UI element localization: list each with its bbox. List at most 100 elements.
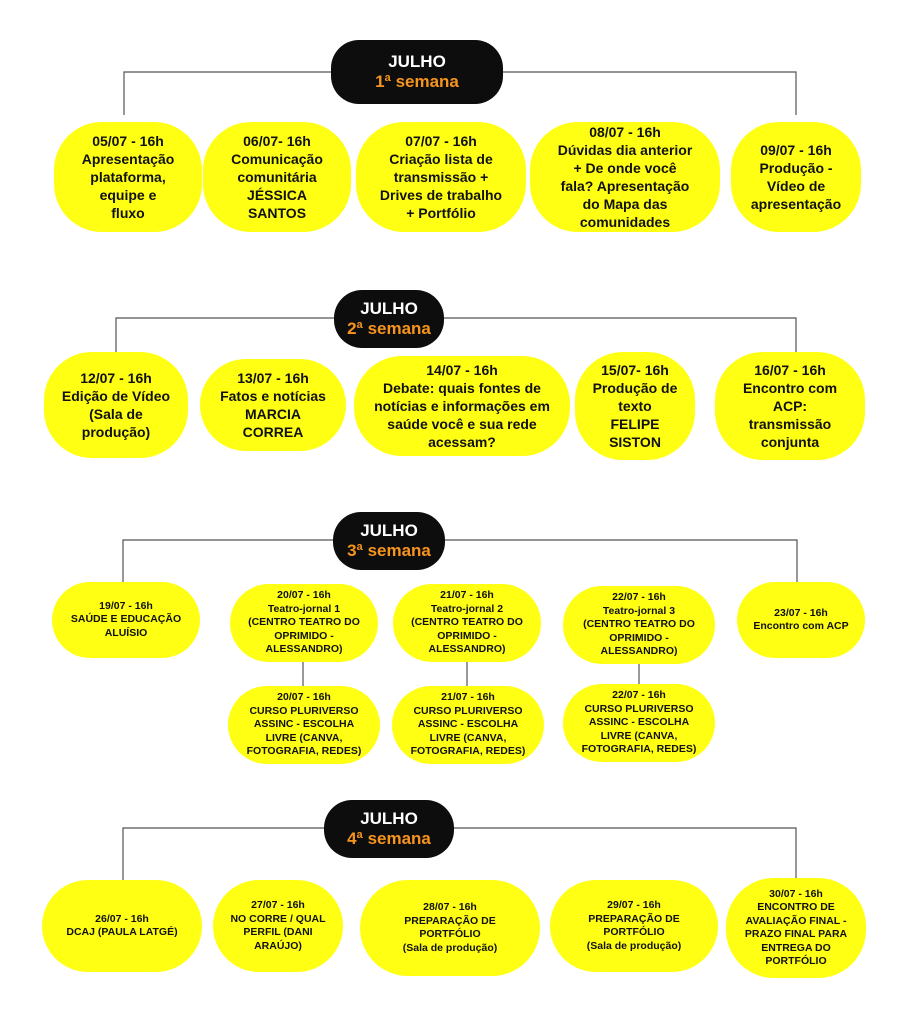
card-line: PERFIL (DANI bbox=[243, 926, 313, 938]
week4-card-1: 26/07 - 16h DCAJ (PAULA LATGÉ) bbox=[42, 880, 202, 972]
week1-month: JULHO bbox=[388, 51, 446, 71]
card-line: FOTOGRAFIA, REDES) bbox=[246, 745, 362, 758]
week1-card-3: 07/07 - 16h Criação lista de transmissão… bbox=[356, 122, 526, 232]
card-line: ENTREGA DO bbox=[761, 941, 831, 954]
card-line: Teatro-jornal 2 bbox=[430, 602, 504, 615]
card-line: Encontro com bbox=[742, 380, 838, 396]
card-line: ASSINC - ESCOLHA bbox=[588, 716, 690, 729]
card-line: SAÚDE E EDUCAÇÃO bbox=[70, 613, 182, 626]
week4-month: JULHO bbox=[360, 808, 418, 828]
week2-card-5: 16/07 - 16h Encontro com ACP: transmissã… bbox=[715, 352, 865, 460]
card-line: ASSINC - ESCOLHA bbox=[417, 718, 519, 731]
card-line: + Portfólio bbox=[406, 205, 476, 221]
card-line: LIVRE (CANVA, bbox=[429, 731, 507, 744]
card-date: 23/07 - 16h bbox=[774, 606, 828, 619]
week3-connector bbox=[122, 539, 798, 585]
card-line: PORTFÓLIO bbox=[603, 926, 665, 938]
card-line: LIVRE (CANVA, bbox=[265, 731, 343, 744]
week4-connector bbox=[122, 827, 797, 880]
week2-card-3: 14/07 - 16h Debate: quais fontes de notí… bbox=[354, 356, 570, 456]
week1-card-1: 05/07 - 16h Apresentação plataforma, equ… bbox=[54, 122, 202, 232]
card-line: (CENTRO TEATRO DO bbox=[583, 618, 695, 631]
week3-card-2: 20/07 - 16h Teatro-jornal 1 (CENTRO TEAT… bbox=[230, 584, 378, 662]
card-line: (Sala de bbox=[89, 406, 143, 422]
card-line: ALESSANDRO) bbox=[265, 643, 343, 656]
card-date: 13/07 - 16h bbox=[237, 370, 309, 386]
card-line: DCAJ (PAULA LATGÉ) bbox=[66, 926, 178, 938]
card-line: SISTON bbox=[609, 434, 661, 450]
card-date: 08/07 - 16h bbox=[589, 124, 661, 140]
card-line: Produção de bbox=[592, 380, 678, 396]
card-date: 07/07 - 16h bbox=[405, 133, 477, 149]
card-date: 26/07 - 16h bbox=[95, 912, 149, 925]
card-line: fala? Apresentação bbox=[560, 178, 690, 194]
card-line: Dúvidas dia anterior bbox=[557, 142, 693, 158]
card-line: MARCIA bbox=[245, 406, 301, 422]
card-line: Encontro com ACP bbox=[753, 620, 849, 632]
week2-card-2: 13/07 - 16h Fatos e notícias MARCIA CORR… bbox=[200, 359, 346, 451]
card-line: + De onde você bbox=[573, 160, 677, 176]
card-line: (Sala de produção) bbox=[402, 941, 498, 954]
card-date: 29/07 - 16h bbox=[607, 899, 661, 911]
card-line: ENCONTRO DE bbox=[757, 901, 835, 913]
card-line: Drives de trabalho bbox=[379, 187, 503, 203]
card-line: FOTOGRAFIA, REDES) bbox=[581, 743, 697, 756]
card-line: ASSINC - ESCOLHA bbox=[253, 718, 355, 731]
week4-card-5: 30/07 - 16h ENCONTRO DE AVALIAÇÃO FINAL … bbox=[726, 878, 866, 978]
card-line: Fatos e notícias bbox=[220, 388, 326, 404]
week1-label: 1ª semana bbox=[375, 72, 459, 91]
week4-card-3: 28/07 - 16h PREPARAÇÃO DE PORTFÓLIO (Sal… bbox=[360, 880, 540, 976]
week3-subcard-2: 21/07 - 16h CURSO PLURIVERSO ASSINC - ES… bbox=[392, 686, 544, 764]
card-line: transmissão bbox=[748, 416, 832, 432]
card-line: PORTFÓLIO bbox=[419, 928, 481, 940]
card-line: comunidades bbox=[579, 214, 671, 230]
week2-card-1: 12/07 - 16h Edição de Vídeo (Sala de pro… bbox=[44, 352, 188, 458]
card-line: ARAÚJO) bbox=[254, 939, 302, 952]
week4-card-2: 27/07 - 16h NO CORRE / QUAL PERFIL (DANI… bbox=[213, 880, 343, 972]
card-line: Criação lista de bbox=[389, 151, 493, 167]
card-line: texto bbox=[618, 398, 652, 414]
week1-header: JULHO 1ª semana bbox=[331, 40, 503, 104]
card-line: PREPARAÇÃO DE bbox=[588, 912, 680, 925]
card-date: 28/07 - 16h bbox=[423, 901, 477, 913]
card-line: Vídeo de bbox=[766, 178, 826, 194]
card-date: 27/07 - 16h bbox=[251, 899, 305, 911]
card-line: ACP: bbox=[772, 398, 808, 414]
week1-card-2: 06/07- 16h Comunicação comunitária JÉSSI… bbox=[203, 122, 351, 232]
card-line: OPRIMIDO - bbox=[609, 631, 669, 644]
card-date: 20/07 - 16h bbox=[277, 691, 331, 704]
card-line: NO CORRE / QUAL bbox=[230, 912, 326, 925]
card-line: apresentação bbox=[750, 196, 842, 212]
card-line: produção) bbox=[81, 424, 151, 440]
card-line: FELIPE bbox=[610, 416, 660, 432]
card-line: Teatro-jornal 3 bbox=[602, 604, 676, 617]
week4-card-4: 29/07 - 16h PREPARAÇÃO DE PORTFÓLIO (Sal… bbox=[550, 880, 718, 972]
card-date: 05/07 - 16h bbox=[92, 133, 164, 149]
card-line: acessam? bbox=[428, 434, 496, 450]
card-line: CURSO PLURIVERSO bbox=[413, 704, 523, 717]
week1-card-4: 08/07 - 16h Dúvidas dia anterior + De on… bbox=[530, 122, 720, 232]
card-date: 12/07 - 16h bbox=[80, 370, 152, 386]
card-date: 20/07 - 16h bbox=[277, 589, 331, 602]
card-line: CORREA bbox=[242, 424, 304, 440]
card-line: comunitária bbox=[237, 169, 317, 185]
card-date: 09/07 - 16h bbox=[760, 142, 832, 158]
card-line: CURSO PLURIVERSO bbox=[584, 702, 694, 715]
card-line: (CENTRO TEATRO DO bbox=[411, 616, 523, 629]
card-date: 06/07- 16h bbox=[243, 133, 311, 149]
card-line: AVALIAÇÃO FINAL - bbox=[745, 914, 847, 927]
card-line: saúde você e sua rede bbox=[387, 416, 537, 432]
week4-header: JULHO 4ª semana bbox=[324, 800, 454, 858]
week2-header: JULHO 2ª semana bbox=[334, 290, 444, 348]
card-line: LIVRE (CANVA, bbox=[600, 729, 678, 742]
week2-connector bbox=[115, 317, 797, 352]
week1-card-5: 09/07 - 16h Produção - Vídeo de apresent… bbox=[731, 122, 861, 232]
week3-subcard-1: 20/07 - 16h CURSO PLURIVERSO ASSINC - ES… bbox=[228, 686, 380, 764]
card-line: notícias e informações em bbox=[374, 398, 550, 414]
week3-card-5: 23/07 - 16h Encontro com ACP bbox=[737, 582, 865, 658]
card-line: transmissão + bbox=[393, 169, 489, 185]
card-line: FOTOGRAFIA, REDES) bbox=[410, 745, 526, 758]
week2-label: 2ª semana bbox=[347, 319, 431, 338]
card-line: Teatro-jornal 1 bbox=[267, 602, 341, 615]
card-line: do Mapa das bbox=[582, 196, 668, 212]
